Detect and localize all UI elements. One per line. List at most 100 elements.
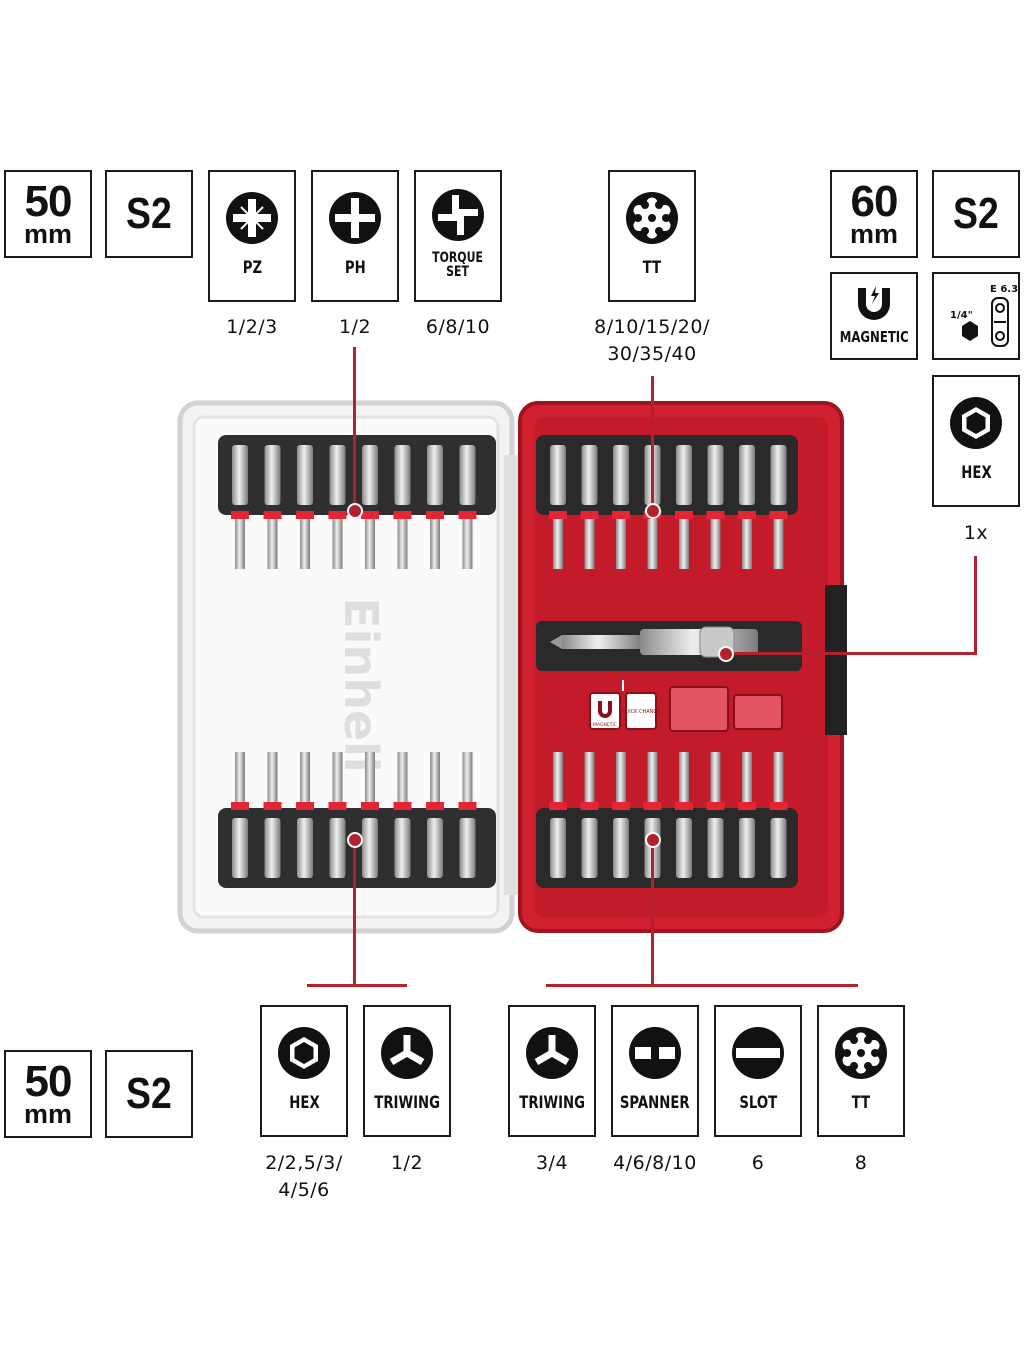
bit-tip [365,752,375,802]
bit-tip [584,519,595,569]
bit-tip [553,752,563,802]
tt-bottom-sizes: 8 [854,1152,868,1174]
bit-shank [264,445,281,505]
material-s2-badge-right: S2 [932,170,1020,258]
bit-color-ring [426,511,444,519]
bit-shank [362,445,378,505]
bit-tip [679,519,689,569]
bit-shank [707,445,724,505]
bit-color-ring [549,802,567,810]
bit-color-ring [361,511,379,519]
bit-color-ring [393,511,412,519]
triwing-icon [526,1026,578,1079]
slot-icon [732,1026,784,1079]
bit-tip [679,752,689,802]
bit-shank [297,445,313,505]
bit-color-ring [706,802,725,810]
length-50mm-badge-bottom: 50 mm [4,1050,92,1138]
bit-shank [427,818,443,878]
bit-shank [770,818,787,878]
bit-box-hex-bottom: HEX [260,1005,348,1137]
connector-dot-holder [718,646,734,662]
bit-box-spanner: SPANNER [611,1005,699,1137]
bit-shank [550,818,566,878]
slot-sizes: 6 [751,1152,765,1174]
spanner-icon [629,1026,681,1079]
svg-text:1/4": 1/4" [950,310,973,321]
tt-top-sizes: 8/10/15/20/ 30/35/40 [594,316,710,365]
connector-line-holder-v [974,556,977,654]
hex-icon [950,396,1002,449]
bit-color-ring [426,802,444,810]
bit-shank [739,445,755,505]
torx-tamper-icon [835,1026,887,1079]
bit-color-ring [612,802,630,810]
hex-shank-badge: E 6.3 1/4" [932,272,1020,360]
material-s2-badge-bottom: S2 [105,1050,193,1138]
bit-color-ring [263,511,282,519]
bit-tip [742,752,752,802]
bit-tip [773,752,784,802]
length-50mm-badge: 50 mm [4,170,92,258]
bit-color-ring [263,802,282,810]
bit-tip [397,752,408,802]
bit-tip [332,752,343,802]
bit-tip [300,519,310,569]
bit-color-ring [328,511,347,519]
magnet-icon [858,285,890,320]
bit-tip [742,519,752,569]
bit-box-triwing-2: TRIWING [508,1005,596,1137]
connector-line-top-left [353,347,356,509]
bit-shank [427,445,443,505]
svg-text:Einhell: Einhell [334,597,388,772]
bit-shank [297,818,313,878]
connector-dot-top-mid [645,503,661,519]
svg-text:QUICK CHANGE: QUICK CHANGE [622,709,661,715]
bit-box-ph: PH [311,170,399,302]
connector-line-holder-h [724,652,977,655]
bit-tip [267,519,278,569]
bit-tip [300,752,310,802]
bit-color-ring [612,511,630,519]
bit-color-ring [738,802,756,810]
connector-line-top-mid [651,376,654,509]
magnetic-badge: MAGNETIC [830,272,918,360]
pozidriv-icon [226,191,278,244]
bit-box-triwing-1: TRIWING [363,1005,451,1137]
bit-tip [332,519,343,569]
bit-color-ring [296,802,314,810]
bit-tip [267,752,278,802]
holder-count: 1x [963,522,989,544]
bit-shank [550,445,566,505]
bit-color-ring [643,802,662,810]
bit-color-ring [675,802,693,810]
bit-shank [581,818,598,878]
bit-color-ring [580,802,599,810]
bit-color-ring [296,511,314,519]
bit-tip [397,519,408,569]
bit-tip [430,752,440,802]
connector-bar-bottom-right [546,984,858,987]
bit-color-ring [549,511,567,519]
bit-color-ring [675,511,693,519]
bit-box-tt-bottom: TT [817,1005,905,1137]
bit-shank [232,818,248,878]
bit-case-illustration: Einhell MAGNETIC QUICK CHANGE [177,400,847,934]
bit-color-ring [231,511,249,519]
bit-tip [462,752,473,802]
torque-set-icon [432,189,484,241]
bit-tip [462,519,473,569]
svg-text:MAGNETIC: MAGNETIC [593,722,617,728]
bit-tip [647,519,658,569]
bit-shank [329,445,346,505]
connector-dot-bottom-right [645,832,661,848]
bit-color-ring [738,511,756,519]
bit-color-ring [458,511,477,519]
bit-tip [710,519,721,569]
phillips-icon [329,191,381,244]
bit-tip [647,752,658,802]
bit-color-ring [361,802,379,810]
bit-color-ring [769,511,788,519]
triwing-icon [381,1026,433,1079]
bit-box-slot: SLOT [714,1005,802,1137]
